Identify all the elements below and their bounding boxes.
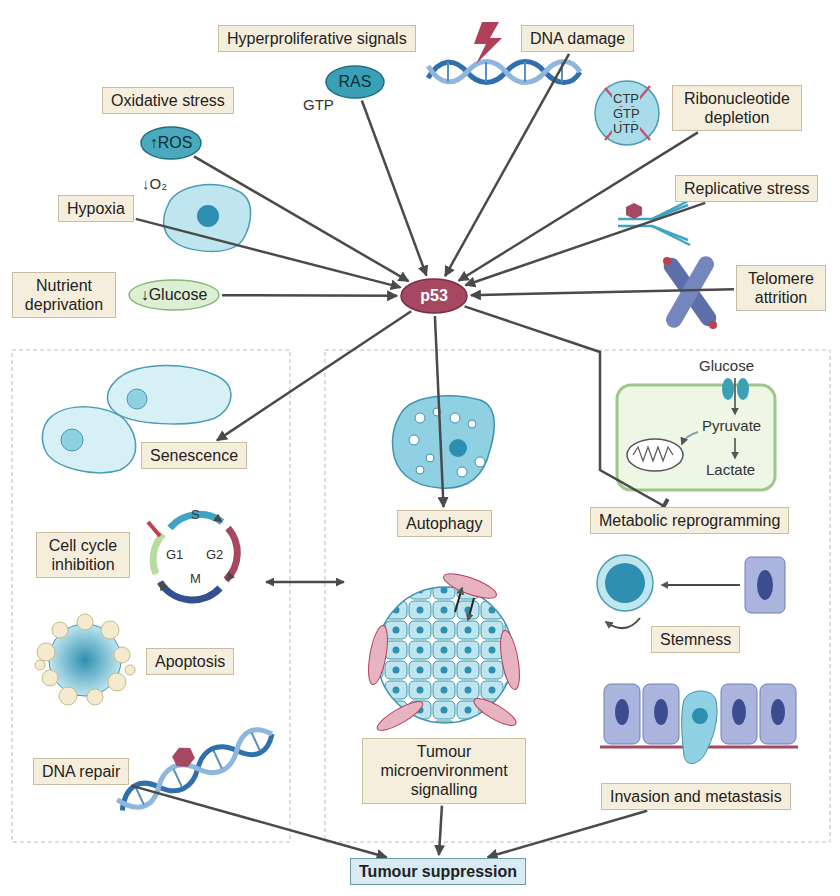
connector-arrow (471, 289, 734, 295)
hypoxic-cell (164, 185, 251, 252)
dna-helix (108, 710, 277, 816)
node-text: ↓Glucose (141, 285, 208, 304)
node-text: Cell cycle inhibition (45, 536, 121, 574)
connector-arrow (136, 219, 401, 287)
node-text: p53 (420, 286, 448, 305)
label-box: Ribonucleotide depletion (672, 85, 802, 131)
node-text: Ribonucleotide depletion (681, 89, 793, 127)
connector-arrow (459, 132, 698, 280)
apoptotic-cell (35, 614, 135, 705)
label-box: Metabolic reprogramming (590, 507, 789, 534)
node-text: Tumour microenvironment signalling (371, 742, 517, 800)
stem-cell (597, 555, 785, 628)
connector-arrow (131, 786, 386, 858)
node-text: DNA repair (42, 762, 120, 781)
diagram-label: G1 (166, 548, 183, 562)
ellipse-node: ↑ROS (140, 126, 202, 160)
diagram-label: GTP (612, 107, 641, 121)
node-text: Senescence (150, 446, 238, 465)
connector-arrow (465, 306, 664, 506)
diagram-label: ↓O₂ (142, 176, 167, 193)
node-text: Stemness (660, 630, 731, 649)
label-box: Telomere attrition (736, 265, 826, 311)
ellipse-node: p53 (400, 278, 468, 314)
label-box: Oxidative stress (102, 87, 234, 114)
replication-fork (618, 200, 690, 245)
metabolic-cell (617, 378, 775, 490)
connector-arrow (465, 203, 705, 285)
connector-arrow (362, 101, 427, 276)
connector-arrow (435, 316, 444, 507)
node-text: Telomere attrition (745, 269, 817, 307)
diagram-label: Glucose (699, 358, 754, 375)
node-text: RAS (339, 72, 372, 91)
panel-outline (325, 350, 830, 842)
node-text: ↑ROS (150, 133, 193, 152)
connector-arrow (488, 811, 648, 857)
label-box: Replicative stress (675, 175, 818, 202)
ellipse-node: ↓Glucose (128, 279, 220, 311)
panel-outline (12, 350, 290, 842)
label-box: Hypoxia (58, 195, 134, 222)
node-text: Hypoxia (67, 199, 125, 218)
diagram-label: GTP (303, 97, 334, 114)
diagram-label: UTP (612, 122, 640, 136)
node-text: Apoptosis (155, 652, 225, 671)
node-text: Tumour suppression (359, 862, 517, 881)
node-text: Autophagy (406, 514, 483, 533)
connector-arrow (222, 294, 397, 297)
double-arrow (266, 581, 344, 584)
label-box: Senescence (141, 442, 247, 469)
chromosome (661, 253, 720, 330)
diagram-label: S (191, 508, 200, 522)
diagram-label: Lactate (706, 462, 755, 479)
label-box: Apoptosis (146, 648, 234, 675)
node-text: Nutrient deprivation (21, 276, 107, 314)
label-box: Invasion and metastasis (601, 783, 791, 810)
label-box: Nutrient deprivation (12, 272, 116, 318)
label-box: Cell cycle inhibition (36, 532, 130, 578)
label-box: Hyperproliferative signals (218, 25, 416, 52)
epithelium (600, 684, 798, 764)
node-text: Metabolic reprogramming (599, 511, 780, 530)
ellipse-node: RAS (325, 65, 385, 99)
node-text: Hyperproliferative signals (227, 29, 407, 48)
label-box: Tumour suppression (350, 858, 526, 885)
nucleotide-pool (595, 81, 659, 145)
connector-arrow (445, 54, 569, 276)
label-box: DNA repair (33, 758, 129, 785)
label-box: Stemness (651, 626, 740, 653)
tumour-mass (365, 569, 523, 735)
label-box: DNA damage (521, 25, 634, 52)
diagram-label: CTP (612, 92, 640, 106)
cell-cycle (148, 514, 237, 600)
autophagic-cell (392, 396, 494, 488)
node-text: Replicative stress (684, 179, 809, 198)
node-text: DNA damage (530, 29, 625, 48)
diagram-label: M (190, 572, 201, 586)
node-text: Invasion and metastasis (610, 787, 782, 806)
node-text: Oxidative stress (111, 91, 225, 110)
connector-arrow (439, 806, 442, 855)
label-box: Autophagy (397, 510, 492, 537)
label-box: Tumour microenvironment signalling (362, 738, 526, 804)
diagram-label: G2 (206, 548, 223, 562)
connector-arrow (217, 311, 411, 440)
diagram-label: Pyruvate (702, 418, 761, 435)
